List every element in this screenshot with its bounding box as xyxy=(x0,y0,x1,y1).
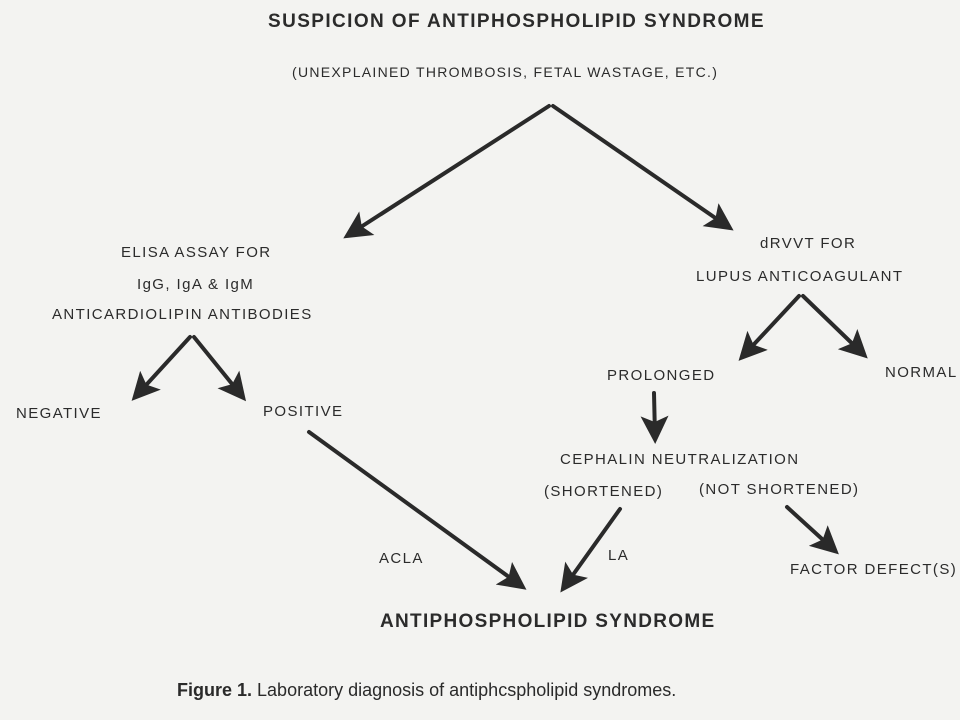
elisa-line-3: ANTICARDIOLIPIN ANTIBODIES xyxy=(52,306,313,323)
la-edge-label: LA xyxy=(608,547,630,564)
arrow-to-factor-defect xyxy=(785,505,839,555)
final-diagnosis: ANTIPHOSPHOLIPID SYNDROME xyxy=(380,611,716,632)
not-shortened-label: (NOT SHORTENED) xyxy=(699,481,860,498)
flowchart-subtitle: (UNEXPLAINED THROMBOSIS, FETAL WASTAGE, … xyxy=(292,64,719,80)
factor-defect-result: FACTOR DEFECT(S) xyxy=(790,561,958,578)
prolonged-result: PROLONGED xyxy=(607,367,716,384)
figure-caption: Figure 1. Laboratory diagnosis of antiph… xyxy=(177,680,676,701)
arrow-to-prolonged xyxy=(738,294,801,361)
shortened-label: (SHORTENED) xyxy=(544,483,664,500)
positive-result: POSITIVE xyxy=(263,403,344,420)
arrow-to-positive xyxy=(192,335,247,402)
acla-edge-label: ACLA xyxy=(379,550,424,567)
elisa-line-1: ELISA ASSAY FOR xyxy=(121,244,272,261)
arrow-to-normal xyxy=(801,294,868,359)
flowchart-title: SUSPICION OF ANTIPHOSPHOLIPID SYNDROME xyxy=(268,11,765,32)
arrow-acla xyxy=(307,430,527,590)
cephalin-neutralization: CEPHALIN NEUTRALIZATION xyxy=(560,451,800,468)
elisa-line-2: IgG, IgA & IgM xyxy=(137,276,255,293)
arrow-to-elisa xyxy=(343,104,551,239)
figure-caption-label: Figure 1. xyxy=(177,680,253,700)
arrow-la xyxy=(560,507,622,593)
figure-caption-text: Laboratory diagnosis of antiphcspholipid… xyxy=(257,680,677,700)
arrow-to-drvvt xyxy=(551,104,734,231)
negative-result: NEGATIVE xyxy=(16,405,102,422)
arrow-to-negative xyxy=(131,335,192,401)
drvvt-line-2: LUPUS ANTICOAGULANT xyxy=(696,268,904,285)
drvvt-line-1: dRVVT FOR xyxy=(760,235,857,252)
arrow-to-cephalin xyxy=(640,391,669,444)
normal-result: NORMAL xyxy=(885,364,958,381)
